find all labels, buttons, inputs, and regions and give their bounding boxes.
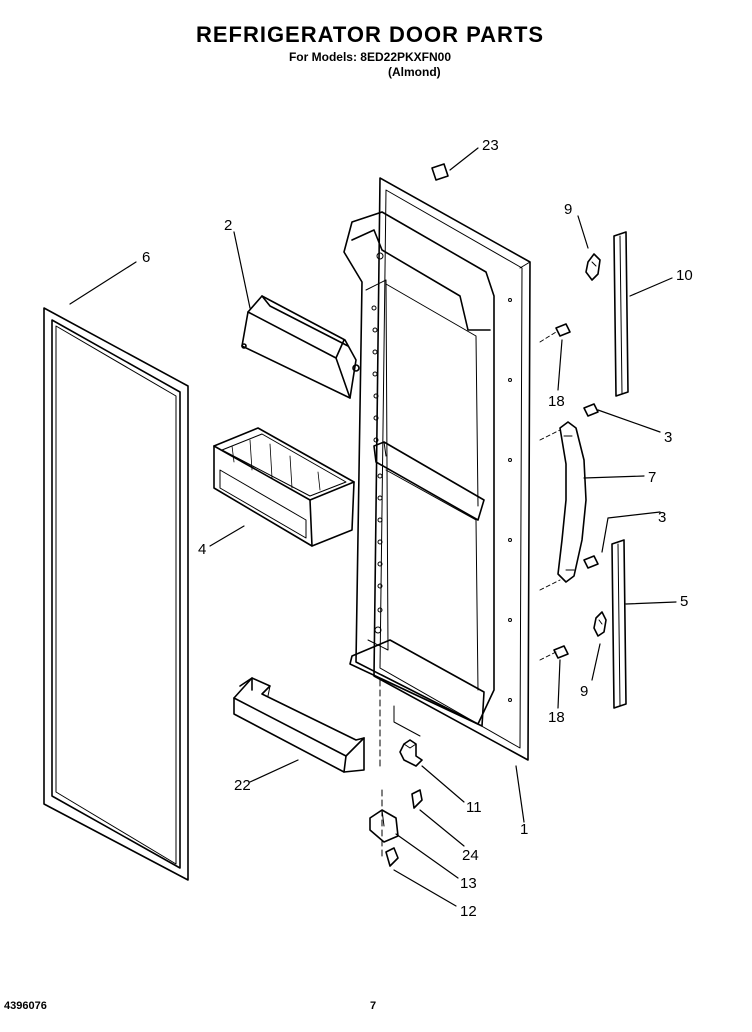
color-line: (Almond) [388, 65, 441, 79]
door-assembly [343, 177, 531, 861]
callout-2: 2 [224, 217, 232, 234]
page-number: 7 [370, 1000, 377, 1012]
callout-4: 4 [198, 541, 206, 558]
callout-12: 12 [460, 903, 477, 920]
callout-23: 23 [482, 137, 499, 154]
callout-22: 22 [234, 777, 251, 794]
callout-labels: 23 2 6 4 22 1 11 24 13 12 9 10 18 3 7 3 … [142, 137, 693, 920]
callout-18-top: 18 [548, 393, 565, 410]
callout-3-top: 3 [664, 429, 672, 446]
document-number: 4396076 [4, 1000, 47, 1012]
dairy-door [241, 295, 360, 399]
screw-holes [371, 252, 512, 702]
callout-3-bottom: 3 [658, 509, 666, 526]
door-bin [213, 427, 355, 547]
door-trim-strips [611, 231, 629, 709]
callout-10: 10 [676, 267, 693, 284]
callout-11: 11 [466, 799, 482, 816]
callout-18-bottom: 18 [548, 709, 565, 726]
callout-1: 1 [520, 821, 528, 838]
callout-9-bottom: 9 [580, 683, 588, 700]
hinge-pin [399, 739, 423, 767]
callout-6: 6 [142, 249, 150, 266]
leader-lines [69, 147, 677, 907]
rating-label [431, 163, 449, 181]
door-handle [557, 421, 587, 583]
bottom-shelf [233, 677, 365, 773]
door-gasket [43, 307, 189, 881]
mounting-screws [539, 323, 599, 661]
screw-12 [385, 847, 399, 867]
callout-9-top: 9 [564, 201, 572, 218]
diagram-title: REFRIGERATOR DOOR PARTS [195, 22, 545, 47]
handle-clips [585, 253, 607, 637]
callout-5: 5 [680, 593, 688, 610]
models-line: For Models: 8ED22PKXFN00 [288, 50, 452, 64]
callout-7: 7 [648, 469, 656, 486]
callout-24: 24 [462, 847, 479, 864]
callout-13: 13 [460, 875, 477, 892]
bottom-hinge [369, 809, 399, 843]
screw-24 [411, 789, 423, 809]
